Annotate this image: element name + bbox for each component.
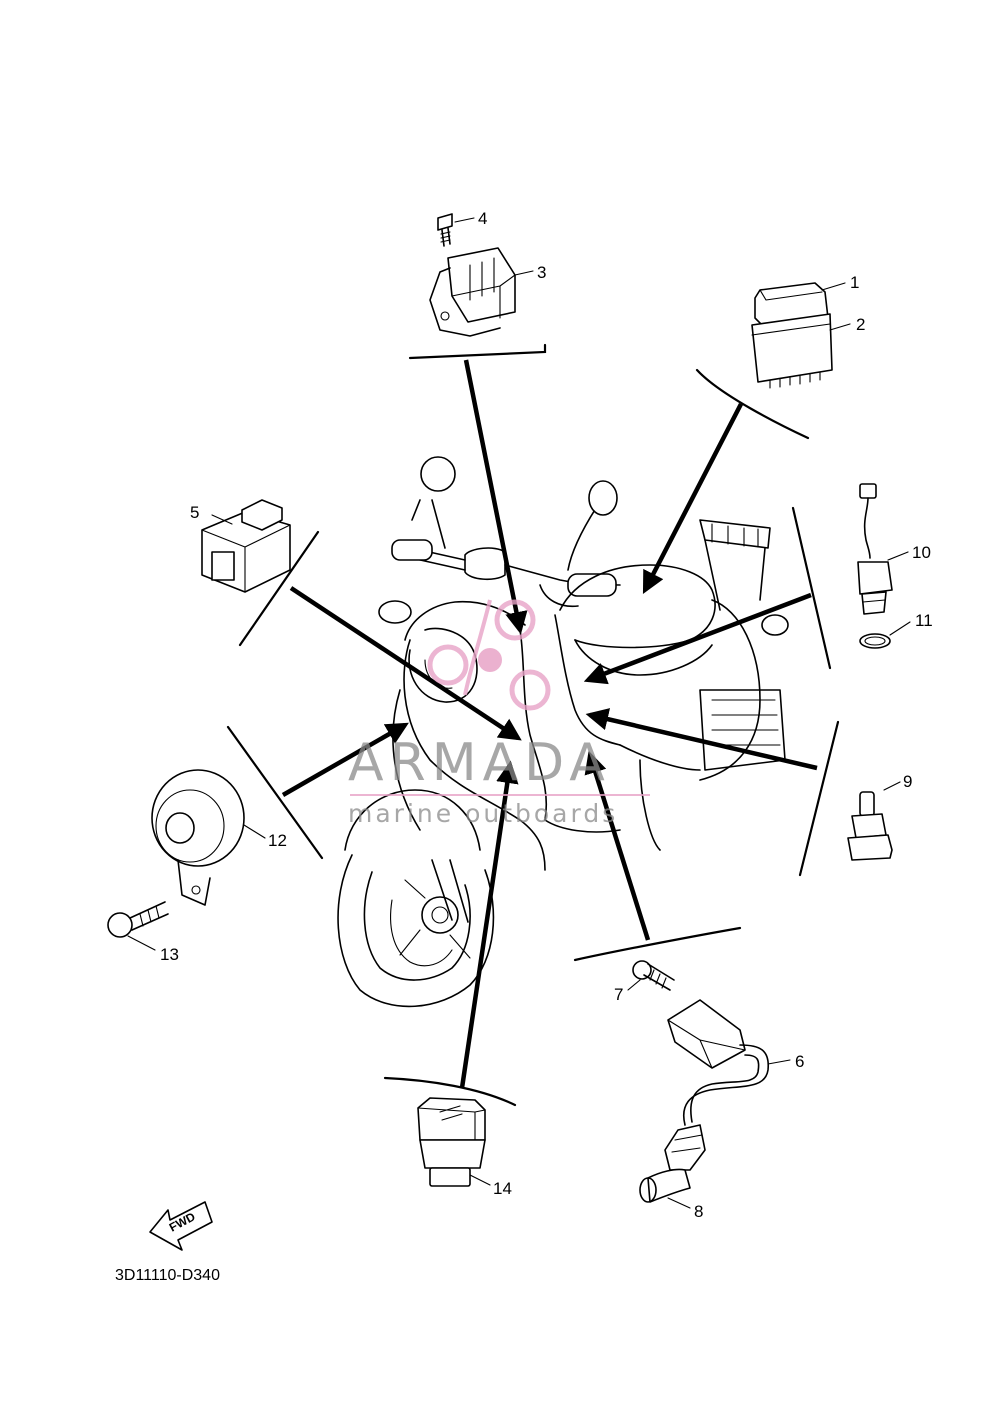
part-12-horn [151, 769, 245, 906]
part-label-2: 2 [856, 315, 865, 334]
part-label-13: 13 [160, 945, 179, 964]
part-2-ecu-unit [751, 313, 833, 389]
part-10-sensor [857, 483, 893, 615]
part-4-screw [437, 213, 453, 247]
part-label-8: 8 [694, 1202, 703, 1221]
part-9-switch [847, 791, 893, 861]
part-label-1: 1 [850, 273, 859, 292]
drawing-code: 3D11110-D340 [115, 1267, 220, 1284]
forward-direction-arrow: FWD [149, 1201, 213, 1251]
part-label-7: 7 [614, 985, 623, 1004]
part-label-5: 5 [190, 503, 199, 522]
watermark: ARMADA marine outboards [348, 599, 650, 828]
watermark-title: ARMADA [348, 733, 611, 793]
part-number-labels: 1 2 3 4 5 6 7 8 9 10 11 12 13 14 [127, 209, 933, 1221]
part-7-bolt [632, 960, 675, 991]
part-label-6: 6 [795, 1052, 804, 1071]
watermark-logo-icon [427, 599, 551, 711]
part-11-o-ring [859, 633, 891, 649]
part-label-9: 9 [903, 772, 912, 791]
part-6-ignition-coil [667, 999, 769, 1126]
part-label-4: 4 [478, 209, 487, 228]
part-label-3: 3 [537, 263, 546, 282]
leader-lines [226, 343, 840, 1107]
watermark-subtitle: marine outboards [348, 799, 618, 828]
part-label-11: 11 [915, 611, 933, 630]
part-8-plug-cap [639, 1124, 706, 1203]
part-13-bolt [107, 901, 169, 938]
part-label-12: 12 [268, 831, 287, 850]
part-5-coupler [201, 499, 291, 593]
part-label-10: 10 [912, 543, 931, 562]
part-14-relay [417, 1097, 486, 1187]
part-label-14: 14 [493, 1179, 512, 1198]
scooter-drawing [337, 456, 789, 1008]
part-3-relay-bracket [429, 247, 516, 337]
